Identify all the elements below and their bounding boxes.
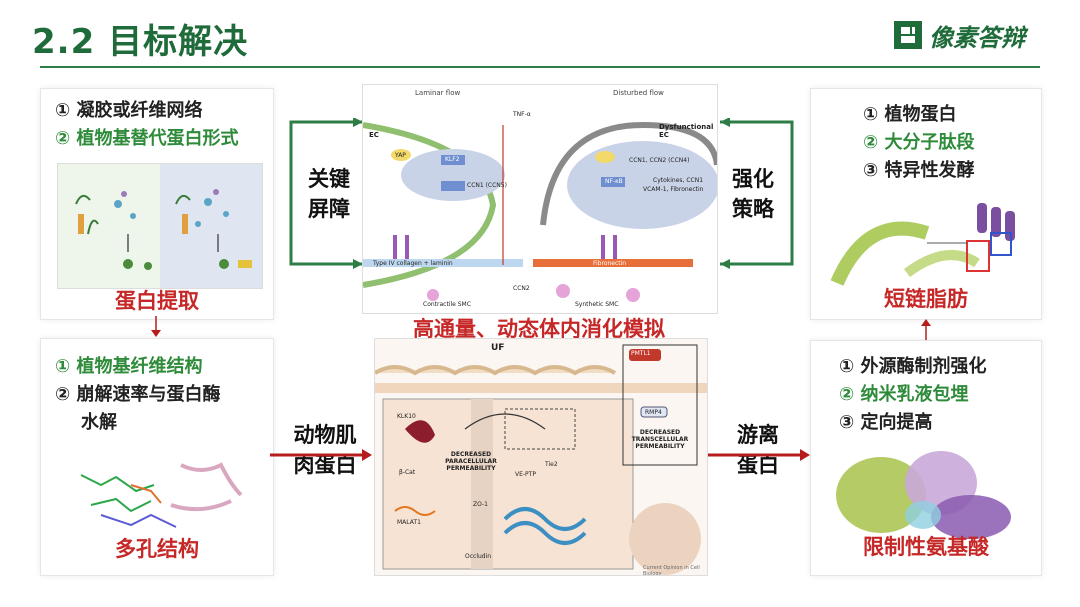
brand-name: 像素答辩 xyxy=(929,23,1025,52)
fig-rmp4-label: RMP4 xyxy=(645,409,662,416)
right-bottom-arrow xyxy=(708,449,810,461)
fig-nfkb-label: NF-κB xyxy=(605,178,623,185)
fig-tie2-label: Tie2 xyxy=(545,461,558,468)
protein-extraction-figure xyxy=(57,163,263,289)
top-left-item-1: ① 凝胶或纤维网络 xyxy=(55,100,203,121)
fig-ec-label: EC xyxy=(369,131,379,139)
fig-pmtl-label: PMTL1 xyxy=(631,350,651,357)
left-down-arrow xyxy=(151,316,161,337)
fig-cytokines-label: Cytokines, CCN1 xyxy=(653,177,704,184)
right-connector-line-2: 策略 xyxy=(732,197,774,221)
bottom-left-caption: 多孔结构 xyxy=(115,537,199,561)
left-bracket-connector xyxy=(289,118,363,269)
top-left-caption: 蛋白提取 xyxy=(115,289,199,313)
fig-yap-label: YAP xyxy=(395,152,406,159)
top-left-panel: ① 凝胶或纤维网络 ② 植物基替代蛋白形式 蛋白提取 xyxy=(40,88,274,320)
fig-collagen-label: Type IV collagen + laminin xyxy=(373,260,453,267)
fig-laminar-label: Laminar flow xyxy=(415,89,461,97)
right-connector-label: 强化 策略 xyxy=(726,164,780,224)
right-bottom-line-1: 游离 xyxy=(737,423,779,447)
vascular-flow-figure: Laminar flow Disturbed flow EC Dysfuncti… xyxy=(362,84,718,314)
fig-disturbed-label: Disturbed flow xyxy=(613,89,664,97)
bottom-left-panel: ① 植物基纤维结构 ② 崩解速率与蛋白酶 水解 多孔结构 xyxy=(40,338,274,576)
fig-contractile-label: Contractile SMC xyxy=(423,301,471,308)
top-right-item-3: ③ 特异性发酵 xyxy=(863,160,975,181)
left-bottom-connector-label: 动物肌 肉蛋白 xyxy=(280,420,370,480)
fig-vep-label: VE-PTP xyxy=(515,471,536,478)
fig-ccn3-label: CCN1, CCN2 (CCN4) xyxy=(629,157,690,164)
bottom-right-item-2: ② 纳米乳液包埋 xyxy=(839,384,969,405)
right-bottom-connector-label: 游离 蛋白 xyxy=(716,420,800,480)
fig-zo1-label: ZO-1 xyxy=(473,501,488,508)
left-connector-label: 关键 屏障 xyxy=(302,164,356,224)
protein-structure-figure xyxy=(827,193,1027,293)
fig-dec2-label: DECREASED TRANSCELLULAR PERMEABILITY xyxy=(631,429,689,450)
fig-klf2-label: KLF2 xyxy=(445,156,460,163)
fig-tnf-label: TNF-α xyxy=(513,111,531,118)
fig-occludin-label: Occludin xyxy=(465,553,492,560)
right-connector-line-1: 强化 xyxy=(732,167,774,191)
page-title: 2.2 目标解决 xyxy=(32,22,249,62)
fig-credit-label: Current Opinion in Cell Biology xyxy=(643,565,700,576)
amino-acid-figure xyxy=(831,445,1021,541)
left-bottom-arrow xyxy=(270,449,372,461)
top-right-item-1: ① 植物蛋白 xyxy=(863,104,957,125)
fig-ccn1-label: CCN1 (CCN5) xyxy=(467,182,507,189)
permeability-figure: UF PMTL1 KLK10 RMP4 DECREASED PARACELLUL… xyxy=(374,338,708,576)
porous-structure-figure xyxy=(71,445,257,545)
fig-dys-label: Dysfunctional EC xyxy=(659,123,714,139)
bottom-left-item-2: ② 崩解速率与蛋白酶 xyxy=(55,384,221,405)
left-connector-line-2: 屏障 xyxy=(308,197,350,221)
bottom-right-item-1: ① 外源酶制剂强化 xyxy=(839,356,987,377)
brand-icon xyxy=(894,21,922,49)
right-bottom-line-2: 蛋白 xyxy=(737,453,779,477)
right-bracket-connector xyxy=(720,118,794,269)
bottom-left-item-1: ① 植物基纤维结构 xyxy=(55,356,203,377)
left-bottom-line-1: 动物肌 xyxy=(293,423,357,447)
fig-bcat-label: β-Cat xyxy=(399,469,416,476)
center-caption: 高通量、动态体内消化模拟 xyxy=(413,317,665,341)
bottom-left-item-3: 水解 xyxy=(81,412,117,433)
brand-logo: 像素答辩 xyxy=(893,14,1043,56)
bottom-right-item-3: ③ 定向提高 xyxy=(839,412,933,433)
left-bottom-line-2: 肉蛋白 xyxy=(293,453,357,477)
fig-ccn2-label: CCN2 xyxy=(513,285,530,292)
fig-uf-label: UF xyxy=(491,343,505,353)
fig-malat-label: MALAT1 xyxy=(397,519,421,526)
fig-synthetic-label: Synthetic SMC xyxy=(575,301,619,308)
fig-klk10-label: KLK10 xyxy=(397,413,416,420)
fig-dec1-label: DECREASED PARACELLULAR PERMEABILITY xyxy=(445,451,497,472)
top-right-caption: 短链脂肪 xyxy=(884,287,968,311)
left-connector-line-1: 关键 xyxy=(308,167,350,191)
header-divider xyxy=(40,66,1040,68)
top-right-panel: ① 植物蛋白 ② 大分子肽段 ③ 特异性发酵 短链脂肪 xyxy=(810,88,1042,320)
fig-vcam-label: VCAM-1, Fibronectin xyxy=(643,186,704,193)
top-right-item-2: ② 大分子肽段 xyxy=(863,132,975,153)
bottom-right-caption: 限制性氨基酸 xyxy=(863,535,989,559)
right-up-arrow xyxy=(921,319,931,340)
bottom-right-panel: ① 外源酶制剂强化 ② 纳米乳液包埋 ③ 定向提高 限制性氨基酸 xyxy=(810,340,1042,576)
top-left-item-2: ② 植物基替代蛋白形式 xyxy=(55,128,239,149)
fig-fibronectin-label: Fibronectin xyxy=(593,260,627,267)
